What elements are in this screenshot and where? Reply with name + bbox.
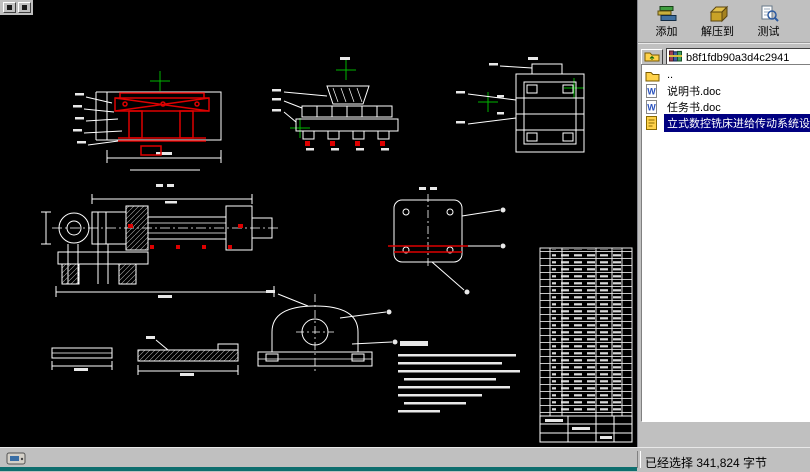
cad-view-gearbox-highlight <box>305 141 385 146</box>
archive-path-text: b8f1fdb90a3d4c2941 <box>686 51 790 64</box>
cad-view-bracket-labels <box>266 290 398 345</box>
cad-canvas <box>41 57 633 443</box>
file-name: .. <box>667 69 674 81</box>
window-control-1-glyph <box>7 5 12 10</box>
window-control-2-glyph <box>22 5 27 10</box>
cad-crosshairs <box>150 60 584 138</box>
folder-up-icon <box>644 49 660 66</box>
add-archive-icon <box>656 5 678 26</box>
cad-view-assembly-labels <box>156 184 177 298</box>
file-row-doc-1[interactable]: W 说明书.doc <box>642 83 810 99</box>
cad-parts-table <box>539 247 633 417</box>
desktop-sliver <box>0 467 637 471</box>
word-doc-icon: W <box>645 84 660 98</box>
file-row-up[interactable]: .. <box>642 67 810 83</box>
word-glyph: W <box>647 103 656 113</box>
file-name: 任务书.doc <box>667 102 721 114</box>
cad-view-bearing-bracket <box>257 293 393 372</box>
window-control-1[interactable] <box>3 2 16 13</box>
cad-view-flat-labels <box>74 336 194 376</box>
extract-box-icon <box>707 5 729 26</box>
dwg-file-icon <box>645 116 660 130</box>
drive-icon <box>6 452 26 470</box>
cad-view-plate-highlight <box>388 245 468 253</box>
folder-icon <box>645 68 660 82</box>
file-name: 立式数控铣床进给传动系统设 <box>664 114 810 132</box>
cad-view-saddle-highlight <box>114 92 210 156</box>
file-name: 说明书.doc <box>667 86 721 98</box>
word-glyph: W <box>647 87 656 97</box>
test-button[interactable]: 测试 <box>743 1 794 41</box>
cad-drawing-area[interactable] <box>0 0 637 447</box>
cad-view-saddle-labels <box>73 57 538 155</box>
cad-title-block-text <box>545 419 612 439</box>
file-row-doc-2[interactable]: W 任务书.doc <box>642 99 810 115</box>
up-one-level-button[interactable] <box>641 49 663 66</box>
window-control-2[interactable] <box>18 2 31 13</box>
cad-view-assembly <box>41 194 278 297</box>
archive-toolbar: 添加 解压到 测试 <box>638 0 810 43</box>
extract-button-label: 解压到 <box>701 25 734 38</box>
add-button[interactable]: 添加 <box>641 1 692 41</box>
cad-view-gearbox <box>283 85 399 140</box>
cad-notes-block <box>398 341 520 413</box>
cad-title-block <box>539 415 633 443</box>
rar-archive-icon <box>669 50 683 65</box>
test-button-label: 测试 <box>757 25 780 38</box>
cad-view-assembly-highlight <box>128 224 243 249</box>
statusbar-divider <box>637 451 641 468</box>
file-row-selected[interactable]: 立式数控铣床进给传动系统设 <box>642 114 810 132</box>
cad-view-plate <box>393 194 501 291</box>
cad-view-saddle <box>83 91 222 171</box>
cad-view-column-labels <box>456 63 504 124</box>
file-list: .. W 说明书.doc W 任务书.doc <box>641 64 810 422</box>
cad-view-column <box>467 63 585 153</box>
cad-view-gearbox-labels <box>272 89 389 151</box>
test-magnifier-icon <box>758 5 780 26</box>
extract-button[interactable]: 解压到 <box>692 1 743 41</box>
word-doc-icon: W <box>645 100 660 114</box>
cad-view-plate-dots <box>419 187 506 295</box>
archive-panel: 添加 解压到 测试 <box>637 0 810 447</box>
status-text: 已经选择 341,824 字节 <box>645 456 768 470</box>
add-button-label: 添加 <box>655 25 678 38</box>
cad-view-flat-parts <box>51 339 239 375</box>
